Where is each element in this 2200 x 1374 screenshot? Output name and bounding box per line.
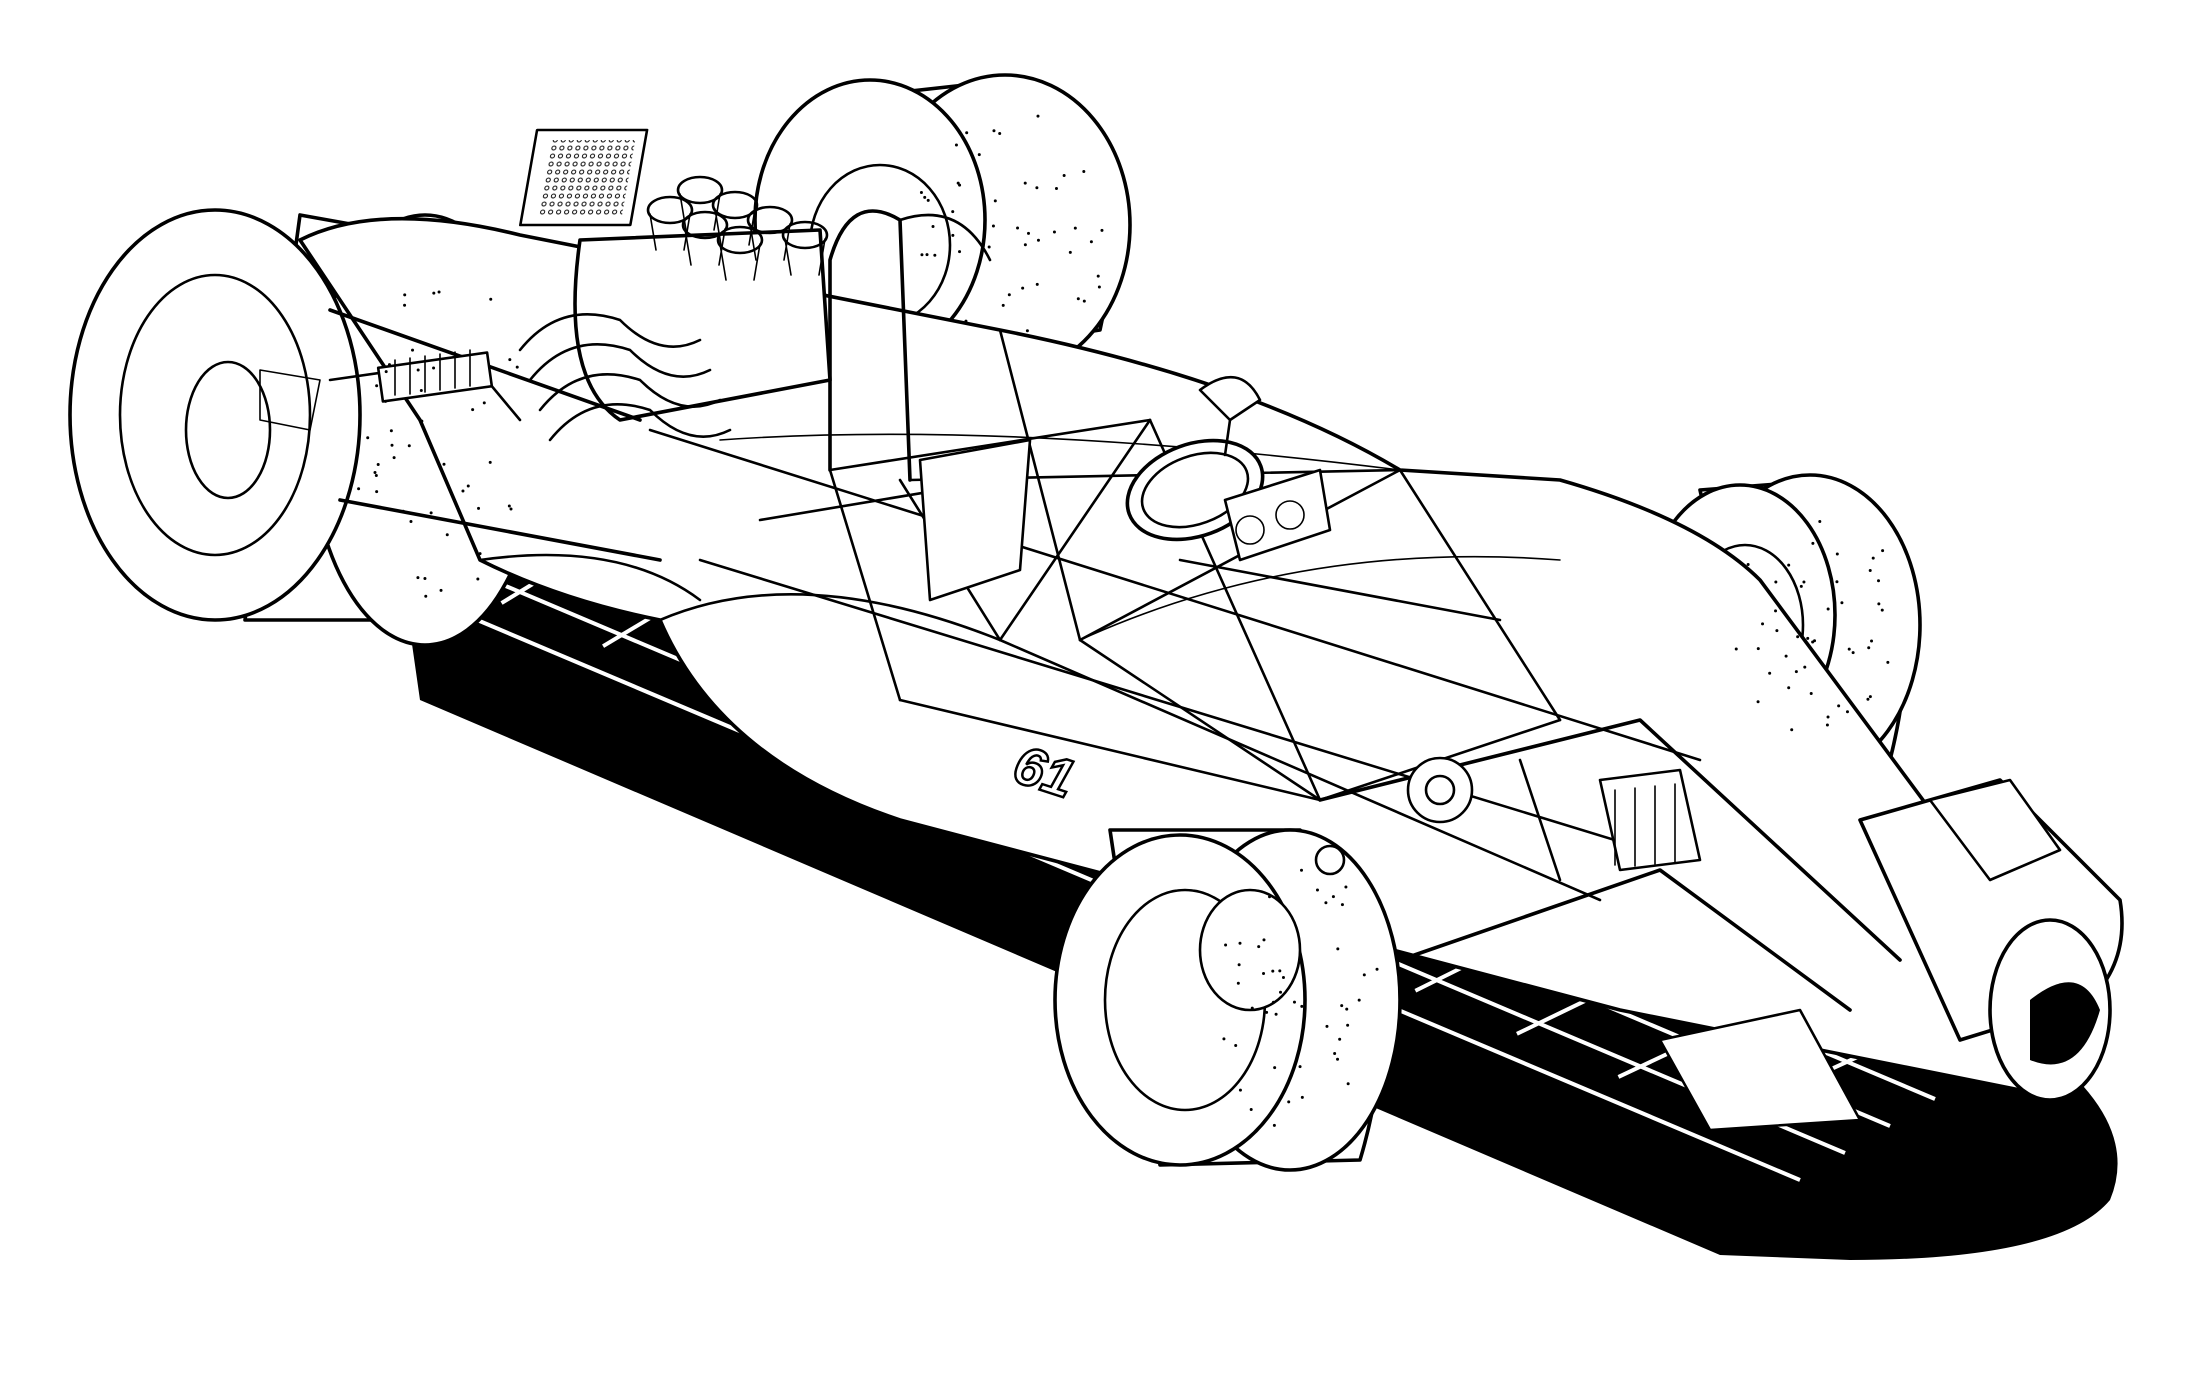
- front-left-wheel: [1053, 828, 1402, 1172]
- engine: [518, 128, 832, 442]
- tire-texture-dots: [357, 114, 1890, 1127]
- mirror: [1198, 375, 1262, 422]
- front-hub-right: [1406, 756, 1474, 824]
- cockpit: [1125, 375, 1332, 562]
- intake-trumpet: [716, 225, 764, 281]
- fuel-tank: [918, 438, 1032, 602]
- intake-trumpet: [681, 210, 729, 266]
- rear-suspension: [328, 308, 662, 562]
- intake-trumpets: [646, 175, 829, 281]
- rear-shock-absorber: [376, 351, 494, 403]
- roll-bar: [828, 209, 992, 482]
- intake-trumpet: [781, 220, 829, 276]
- rear-right-wheel: [753, 73, 1132, 377]
- nose-cone: [1658, 778, 2124, 1132]
- front-wing-upper: [1928, 778, 2062, 882]
- rear-left-rim: [118, 273, 312, 557]
- front-wing-lower: [1658, 1008, 1862, 1132]
- front-suspension: [1318, 718, 1902, 1012]
